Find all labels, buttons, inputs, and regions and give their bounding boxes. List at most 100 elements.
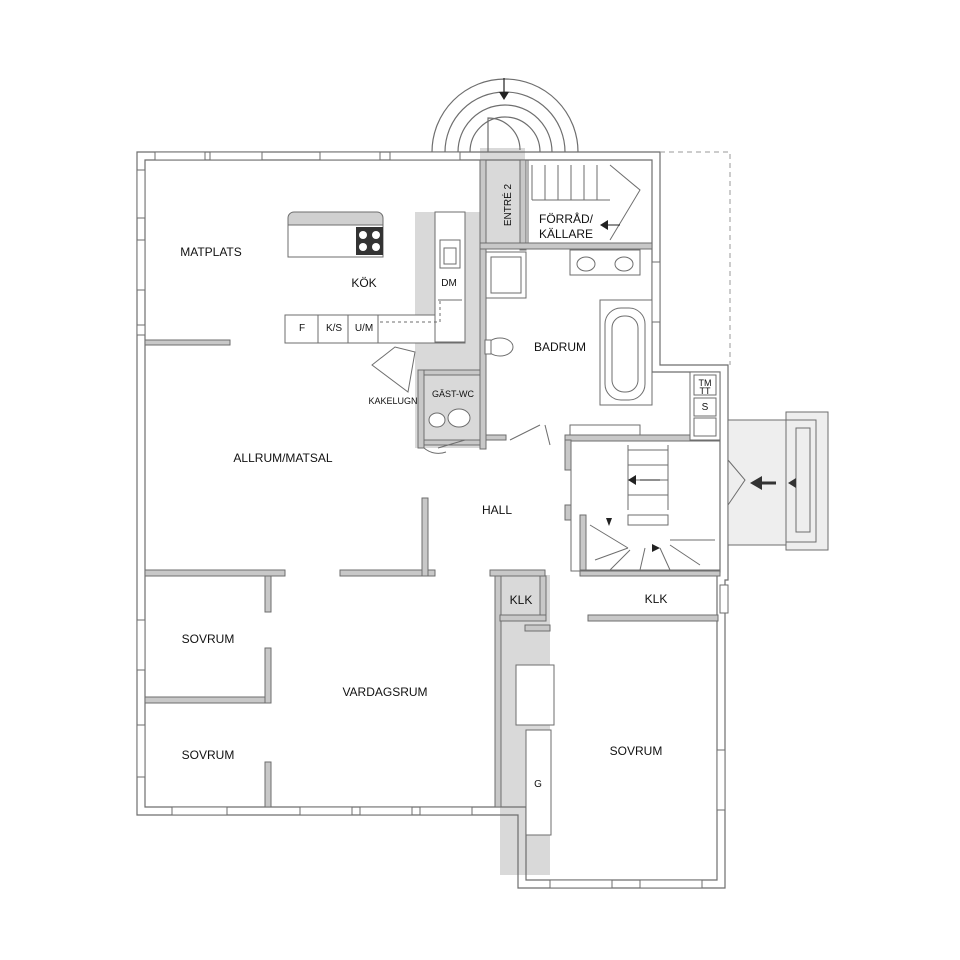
entry-porch	[727, 411, 829, 551]
kakelugn-stove-icon	[371, 346, 416, 393]
shower-tray-icon	[490, 256, 522, 294]
wall	[423, 439, 481, 446]
wc-basin-icon	[428, 412, 446, 428]
kitchen-island	[287, 211, 384, 258]
utility-sink-icon	[693, 417, 717, 437]
entry-arrow-icon	[499, 92, 509, 100]
wall	[417, 369, 481, 376]
cooktop-icon	[356, 227, 383, 255]
wall	[499, 614, 547, 622]
wall	[564, 504, 572, 521]
bathroom-fixtures	[428, 249, 717, 437]
wall	[479, 159, 487, 251]
washbasin-icon	[614, 256, 634, 272]
door-arc	[423, 447, 447, 454]
label-vardagsrum: VARDAGSRUM	[342, 685, 427, 699]
label-tt: TT	[700, 386, 711, 396]
label-kok: KÖK	[351, 276, 376, 290]
window	[154, 151, 206, 161]
label-g: G	[534, 779, 542, 790]
wall	[479, 242, 653, 250]
wall	[417, 369, 425, 449]
door-swings	[423, 424, 551, 454]
window	[389, 151, 461, 161]
label-badrum: BADRUM	[534, 340, 586, 354]
door	[509, 424, 541, 441]
stair-arrow-icon	[628, 475, 636, 485]
stair-landing	[627, 514, 669, 526]
fixture-labels: DM F K/S U/M TM TT S G	[299, 278, 712, 790]
bay-arc	[444, 91, 566, 153]
door	[544, 424, 551, 446]
stair-well	[527, 159, 653, 244]
window	[209, 151, 263, 161]
label-tm: TM	[699, 378, 712, 388]
entry-arrow-icon	[750, 476, 762, 490]
wc-toilet-icon	[447, 408, 471, 428]
wall	[494, 575, 502, 808]
label-kakelugn: KAKELUGN	[368, 396, 417, 406]
wall	[489, 569, 546, 577]
wall	[519, 159, 527, 251]
stair-winders	[589, 524, 715, 571]
toilet-tank-icon	[484, 339, 492, 355]
wall	[579, 569, 721, 577]
label-sovrum-top: SOVRUM	[182, 632, 235, 646]
tumble-dryer-icon	[693, 374, 717, 396]
window	[359, 806, 413, 816]
label-forrad-line2: KÄLLARE	[539, 227, 593, 241]
window	[136, 239, 146, 291]
kitchen-fixtures	[317, 239, 462, 343]
door	[437, 439, 466, 449]
label-hall: HALL	[482, 503, 512, 517]
wall	[579, 514, 587, 576]
porch-step	[785, 419, 817, 543]
stairs-basement	[527, 159, 653, 244]
kitchen-counter-vertical	[434, 211, 466, 343]
sink-icon	[439, 239, 461, 269]
stair-turn	[609, 164, 641, 241]
wall	[339, 569, 436, 577]
washbasin-icon	[576, 256, 596, 272]
stairs-hall	[570, 440, 721, 572]
door-swing-arc	[487, 117, 521, 152]
wall	[587, 614, 719, 622]
label-dm: DM	[441, 278, 457, 289]
wall	[564, 439, 572, 471]
label-allrum: ALLRUM/MATSAL	[233, 451, 332, 465]
label-matplats: MATPLATS	[180, 245, 242, 259]
window	[716, 749, 726, 811]
bathtub-basin-icon	[611, 315, 639, 393]
shower-icon	[485, 251, 527, 299]
window	[136, 324, 146, 336]
wall	[144, 569, 286, 577]
washer-icon	[693, 397, 717, 417]
wall	[264, 575, 272, 613]
label-gast-wc: GÄST-WC	[432, 389, 474, 399]
wall	[421, 497, 429, 577]
window	[299, 806, 353, 816]
label-um: U/M	[355, 323, 373, 334]
burner-icon	[372, 243, 380, 251]
stair-arrow-icon	[606, 518, 612, 526]
label-f: F	[299, 323, 305, 334]
window	[419, 806, 473, 816]
bay-arc	[469, 116, 541, 153]
stair-arrow-icon	[600, 220, 608, 230]
burner-icon	[359, 243, 367, 251]
window	[171, 806, 228, 816]
bay-arc-outer	[431, 78, 579, 153]
wall	[144, 696, 272, 704]
bay-arc	[457, 104, 553, 153]
dashed-counter-line	[380, 300, 441, 323]
window	[719, 584, 729, 614]
window	[136, 169, 146, 219]
label-entre-2: ENTRÉ 2	[501, 183, 514, 226]
window	[136, 724, 146, 778]
window	[651, 261, 661, 323]
annex-dashed-outline	[660, 151, 731, 365]
hall-bench	[569, 424, 641, 436]
entry-bay	[431, 78, 579, 153]
window	[549, 879, 613, 889]
